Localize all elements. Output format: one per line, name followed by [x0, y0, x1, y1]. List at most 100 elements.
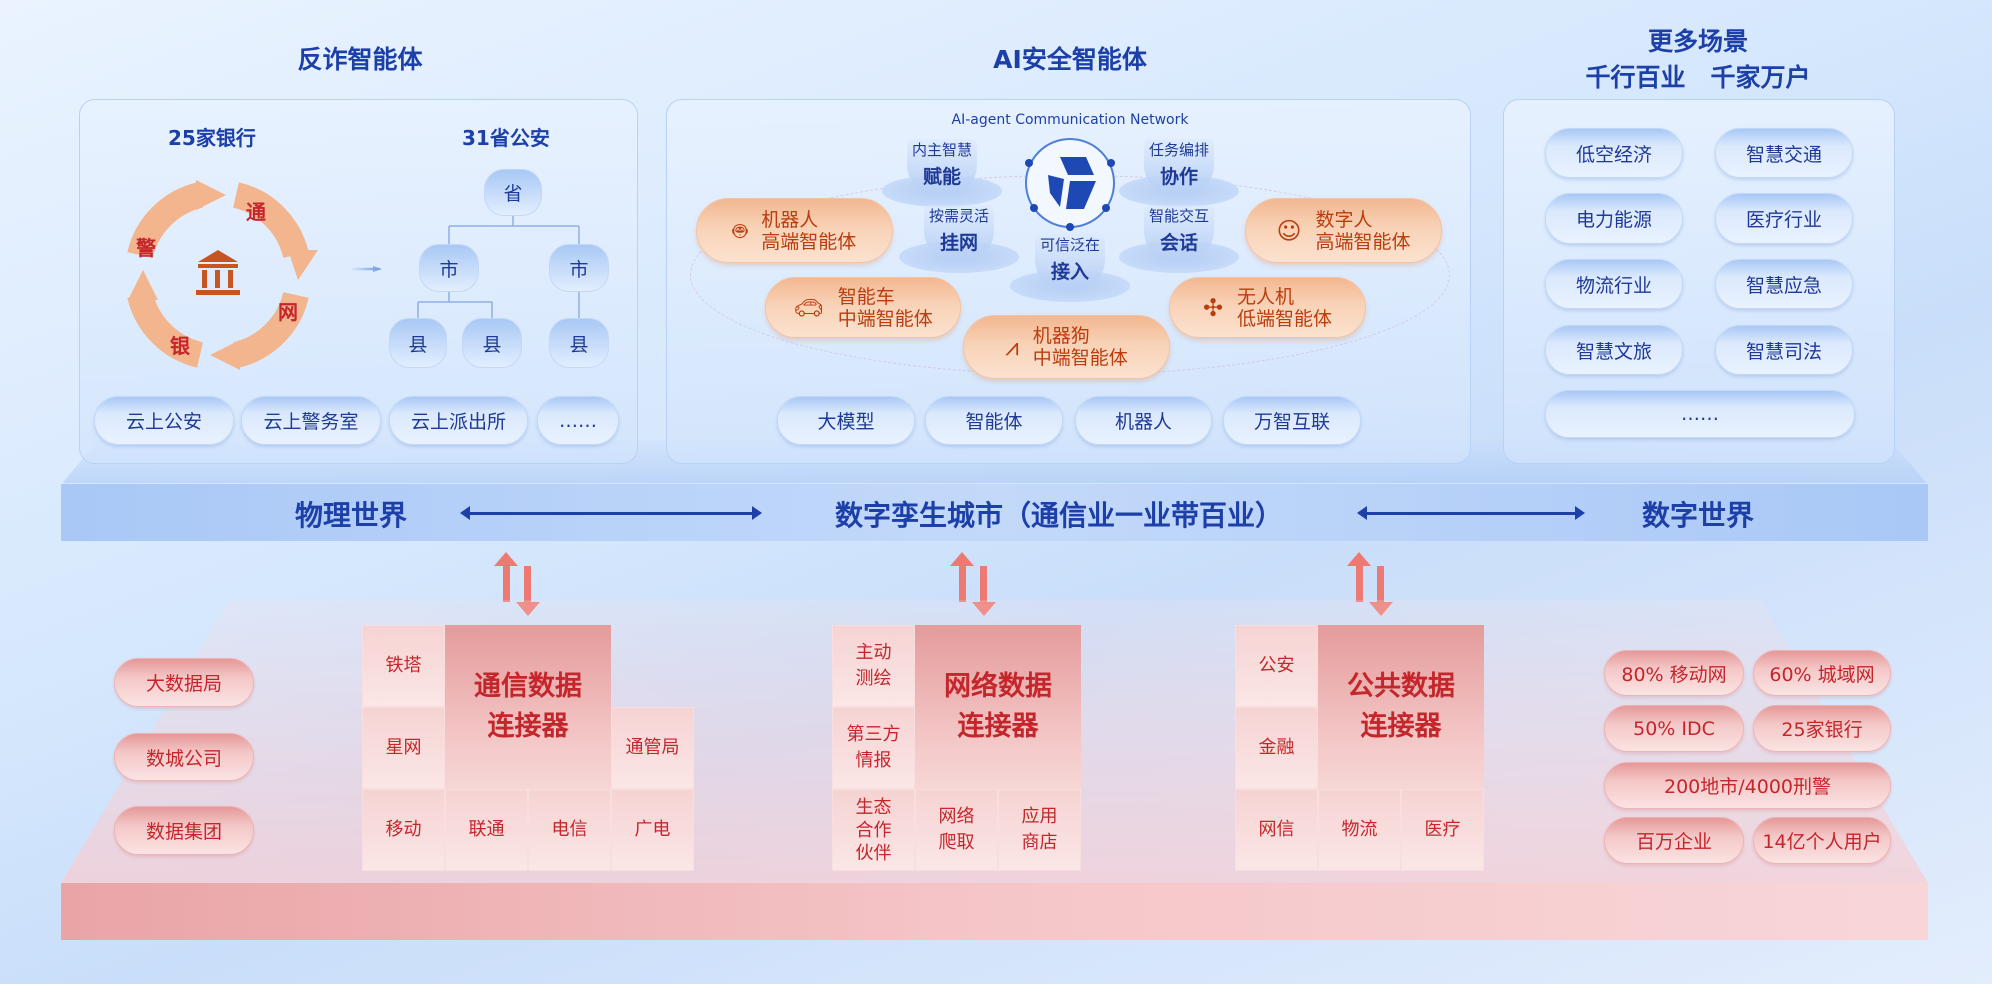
capability-empower: 内主智慧赋能	[882, 137, 1002, 207]
capability-session: 智能交互会话	[1119, 203, 1239, 273]
scenario-pill: 智慧交通	[1715, 128, 1853, 178]
robot-dog-icon: ⩘	[1005, 333, 1019, 361]
cloud-police-pill: 云上公安	[94, 396, 234, 445]
more-scenarios-subtitle: 千行百业 千家万户	[1585, 63, 1811, 92]
stat-pill: 60% 城域网	[1753, 650, 1891, 696]
stat-pill: 50% IDC	[1604, 705, 1744, 752]
puzzle-tile: 医疗	[1401, 789, 1484, 871]
network-label: AI-agent Communication Network	[951, 112, 1189, 128]
agent-name: 机器狗	[1032, 325, 1090, 347]
digital-twin-band	[61, 483, 1928, 541]
agent-tier: 低端智能体	[1237, 307, 1333, 330]
tech-pill: 智能体	[925, 396, 1063, 445]
puzzle-tile: 主动 测绘	[832, 625, 915, 707]
scenario-pill: 智慧文旅	[1545, 325, 1683, 375]
stat-pill: 200地市/4000刑警	[1604, 762, 1891, 809]
cycle-label-yin: 银	[170, 334, 190, 358]
capability-line1: 按需灵活	[928, 207, 989, 225]
scenario-pill: 医疗行业	[1715, 193, 1853, 244]
drone-icon: ✣	[1202, 293, 1224, 322]
puzzle-tile: 金融	[1235, 707, 1318, 789]
puzzle-tile: 铁塔	[362, 625, 445, 707]
agent-name: 机器人	[761, 208, 819, 231]
capability-line1: 任务编排	[1148, 141, 1209, 159]
tech-pill: 大模型	[777, 396, 915, 445]
scenario-pill: 低空经济	[1545, 128, 1683, 178]
digital-twin-city-label: 数字孪生城市（通信业一业带百业）	[834, 499, 1284, 532]
connector-title-line1: 通信数据	[474, 671, 582, 702]
puzzle-tile: 移动	[362, 789, 445, 871]
puzzle-tile: 网信	[1235, 789, 1318, 871]
stat-pill: 80% 移动网	[1604, 650, 1744, 696]
stat-pill: 25家银行	[1753, 705, 1891, 752]
capability-line1: 智能交互	[1148, 207, 1209, 225]
scenario-pill: 智慧司法	[1715, 325, 1853, 375]
connector-title-line2: 连接器	[1360, 711, 1442, 742]
tech-pill: 机器人	[1075, 396, 1212, 445]
connector-title-line2: 连接器	[487, 711, 569, 742]
agent-tier: 中端智能体	[1032, 347, 1128, 369]
agent-name: 无人机	[1237, 285, 1295, 308]
capability-line2: 赋能	[922, 166, 961, 188]
tree-node-province: 省	[484, 169, 542, 216]
agent-tier: 高端智能体	[1315, 230, 1411, 253]
agent-name: 智能车	[837, 285, 895, 308]
agent-drone: ✣ 无人机低端智能体	[1169, 277, 1366, 338]
scenario-pill: 电力能源	[1545, 193, 1683, 244]
puzzle-tile: 物流	[1318, 789, 1401, 871]
puzzle-tile: 应用 商店	[998, 789, 1081, 871]
digital-world-label: 数字世界	[1641, 499, 1755, 532]
agent-tier: 中端智能体	[837, 307, 933, 330]
cloud-police-station-pill: 云上派出所	[389, 396, 528, 445]
capability-line2: 挂网	[939, 232, 978, 254]
scenario-pill: 物流行业	[1545, 259, 1683, 309]
ai-security-title: AI安全智能体	[993, 45, 1147, 74]
tree-node-county: 县	[462, 318, 522, 368]
stat-pill: 14亿个人用户	[1753, 817, 1891, 864]
capability-line2: 协作	[1159, 166, 1198, 188]
flow-arrow-icon	[352, 266, 382, 272]
agent-smart-car: 🚗︎智能车中端智能体	[765, 277, 961, 338]
puzzle-tile: 电信	[528, 789, 611, 871]
puzzle-tile: 生态 合作 伙伴	[832, 789, 915, 871]
cycle-arrows-icon	[127, 180, 318, 370]
more-pill: ……	[537, 396, 619, 445]
connector-title: 网络数据连接器	[915, 625, 1081, 789]
source-pill: 数城公司	[114, 733, 254, 781]
connector-title-line1: 公共数据	[1347, 671, 1455, 702]
puzzle-tile: 通管局	[611, 707, 694, 789]
capability-line1: 内主智慧	[911, 141, 972, 159]
tree-node-city: 市	[419, 244, 479, 292]
capability-attach: 按需灵活挂网	[899, 203, 1019, 273]
tree-node-city: 市	[549, 244, 609, 292]
anti-fraud-title: 反诈智能体	[297, 45, 423, 74]
source-pill: 大数据局	[114, 658, 254, 707]
police-label: 31省公安	[462, 126, 550, 150]
puzzle-tile: 公安	[1235, 625, 1318, 707]
scenario-more-pill: ……	[1545, 390, 1855, 438]
double-arrow-icon	[1357, 506, 1585, 520]
platform-base	[61, 883, 1928, 940]
agent-robot-dog: ⩘ 机器狗中端智能体	[963, 315, 1170, 379]
capability-access: 可信泛在接入	[1010, 232, 1130, 302]
source-pill: 数据集团	[114, 806, 254, 855]
tech-pill: 万智互联	[1223, 396, 1361, 445]
digital-human-icon: ☺︎	[1276, 216, 1302, 245]
puzzle-tile: 网络 爬取	[915, 789, 998, 871]
cloud-police-office-pill: 云上警务室	[241, 396, 381, 445]
puzzle-tile: 第三方 情报	[832, 707, 915, 789]
tree-connectors	[417, 216, 580, 318]
agent-robot: 🤖︎ 机器人高端智能体	[696, 198, 893, 263]
capability-line2: 接入	[1050, 261, 1089, 283]
tree-node-county: 县	[549, 318, 609, 368]
scenario-pill: 智慧应急	[1715, 259, 1853, 309]
physical-world-label: 物理世界	[294, 499, 408, 532]
tree-node-county: 县	[389, 318, 447, 368]
double-arrow-icon	[460, 506, 762, 520]
cycle-label-jing: 警	[136, 236, 156, 260]
agent-tier: 高端智能体	[761, 230, 857, 253]
cycle-label-wang: 网	[278, 300, 298, 324]
robot-icon: 🤖︎	[732, 216, 748, 245]
banks-label: 25家银行	[168, 126, 256, 150]
network-logo-icon	[1025, 138, 1115, 231]
